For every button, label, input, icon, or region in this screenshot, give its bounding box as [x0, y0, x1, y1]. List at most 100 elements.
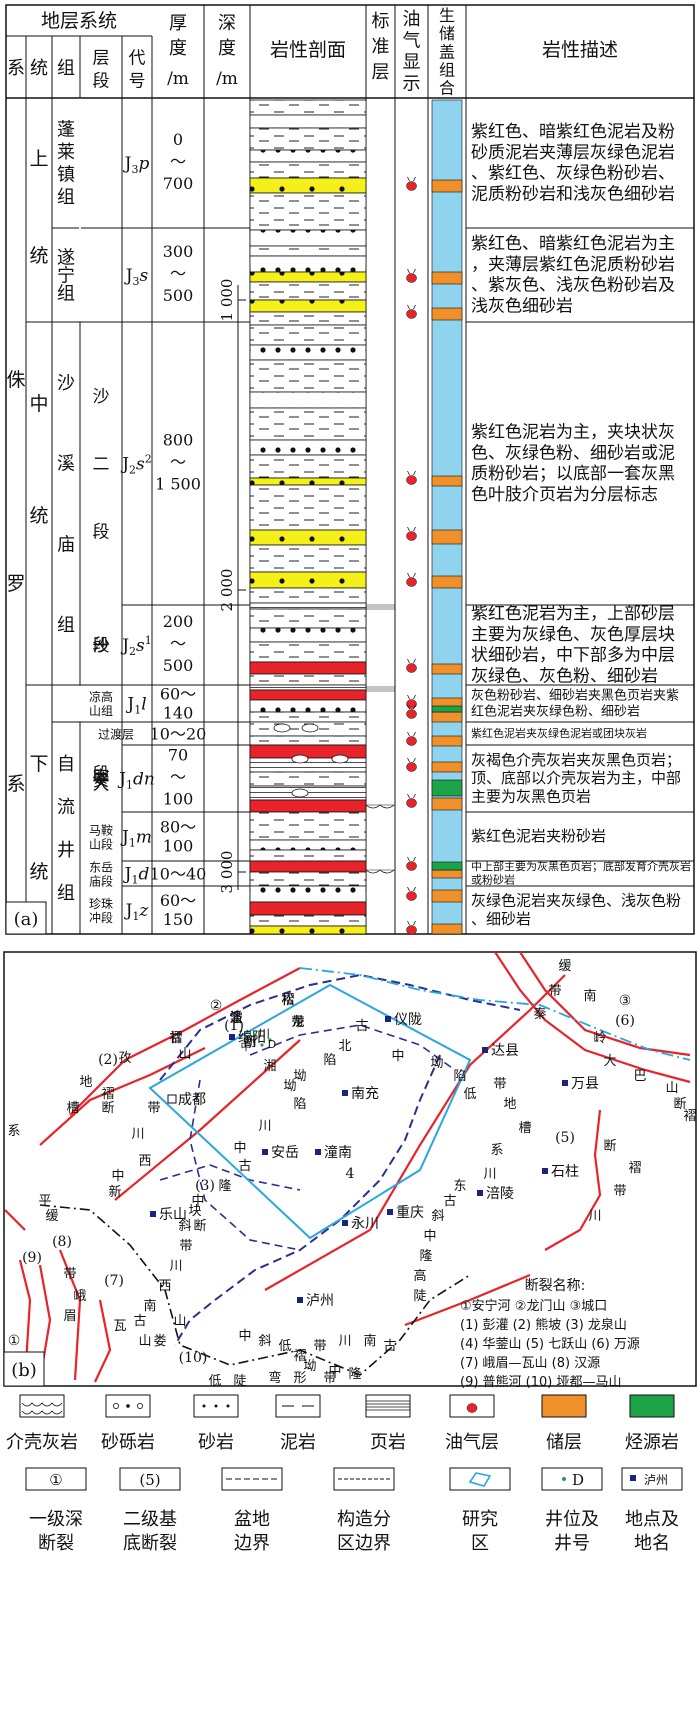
vertical-char: 气 — [403, 31, 421, 52]
lithology-band — [249, 571, 367, 589]
cell-merge — [79, 685, 81, 722]
region-char: 地 — [503, 1097, 516, 1112]
fault-number: ③ — [619, 993, 632, 1009]
legend2-item-5: D — [541, 1467, 603, 1491]
code-label: J2s1 — [120, 634, 152, 658]
legend-item-4 — [365, 1394, 411, 1418]
cyan-boundary-line — [299, 967, 691, 1061]
lithology-band — [249, 99, 367, 116]
lithology-band — [249, 587, 367, 604]
city-name: 安岳 — [271, 1145, 299, 1161]
oil-gas-icon — [406, 658, 417, 673]
thickness-value: 800 — [163, 431, 194, 450]
header-marker-bed: 标准层 — [372, 11, 390, 83]
series-char: 中 — [29, 393, 48, 415]
reservoir-band — [431, 761, 463, 773]
region-char: 低 — [208, 1374, 221, 1389]
oil-gas-tick — [407, 268, 410, 274]
region-char: 槽 — [518, 1121, 531, 1136]
thickness-value: ～ — [170, 453, 186, 472]
legend2-label-0: 一级深断裂 — [29, 1509, 83, 1554]
lithology-band — [249, 484, 367, 531]
legend-swatch — [541, 1467, 603, 1491]
region-char: 陷 — [453, 1069, 466, 1084]
region-char: 带 — [179, 1239, 192, 1254]
region-char: 褶 — [293, 1349, 306, 1364]
vertical-char: 代 — [129, 49, 146, 69]
text-line: 主要为灰绿色、灰色厚层块 — [471, 625, 675, 645]
region-char: 山 — [138, 1334, 151, 1349]
lithology-band — [249, 391, 367, 409]
oil-gas-symbol — [466, 1403, 478, 1413]
oil-gas-tick — [407, 694, 410, 700]
region-char: 古 — [383, 1339, 396, 1354]
city-marker — [542, 1168, 548, 1174]
region-char: 岭 — [593, 1031, 606, 1046]
series-char: 统 — [29, 861, 48, 883]
well-label: D — [268, 1038, 276, 1051]
region-char: 带 — [323, 1371, 336, 1386]
region-char: 陷 — [323, 1053, 336, 1068]
legend-label-7: 烃源岩 — [625, 1432, 679, 1453]
legend-swatch — [221, 1467, 283, 1491]
region-char: 缓 — [558, 959, 571, 974]
city-marker — [315, 1149, 321, 1155]
header-thickness: 厚度 — [169, 13, 187, 59]
city-3: 绵阳 — [229, 1029, 266, 1046]
city-name: 泸州 — [306, 1293, 334, 1309]
lithology-band — [249, 544, 367, 573]
oil-gas-tick — [407, 886, 410, 892]
vertical-char: 蓬 — [57, 120, 75, 141]
vertical-char: 组 — [57, 187, 75, 208]
member-label: 沙二段 — [93, 387, 110, 542]
oil-gas-icon — [406, 886, 417, 901]
text-line: 紫红色泥岩夹粉砂岩 — [471, 827, 606, 845]
oil-gas-tick — [407, 793, 410, 799]
depth-tick-label: 3 000 — [218, 851, 236, 894]
legend2-item-3 — [333, 1467, 395, 1491]
legend-item-3 — [275, 1394, 321, 1418]
city-name: 潼南 — [324, 1144, 352, 1161]
oil-gas-tick — [413, 757, 416, 763]
reservoir-band — [431, 711, 463, 723]
oil-gas-tick — [407, 176, 410, 182]
fault-number: (10) — [179, 1350, 208, 1366]
legend-label-6: 储层 — [546, 1432, 582, 1453]
region-char: 褶 — [281, 993, 294, 1008]
oil-gas-icon — [406, 176, 417, 191]
region-char: 东 — [453, 1179, 466, 1194]
tectonic-zone-boundary — [189, 1079, 301, 1251]
region-char: 西 — [158, 1279, 171, 1294]
lithology-band — [249, 281, 367, 301]
region-char: 槽 — [66, 1101, 79, 1116]
city-symbol — [630, 1475, 636, 1481]
lithology-band — [249, 255, 367, 273]
header-depth: 深度 — [218, 13, 236, 59]
vertical-char: 盖 — [439, 42, 455, 61]
oil-gas-icon — [406, 757, 417, 772]
vertical-char: 庙 — [57, 534, 75, 555]
thickness-value: 140 — [163, 704, 194, 723]
header-lithology-profile: 岩性剖面 — [270, 39, 346, 61]
oil-gas-tick — [413, 572, 416, 578]
well-dot — [260, 1043, 264, 1047]
region-char: 形 — [293, 1371, 306, 1386]
oil-gas-blob — [406, 762, 417, 772]
vertical-char: 沙 — [57, 373, 75, 394]
reservoir-band — [431, 179, 463, 193]
oil-gas-tick — [413, 704, 416, 710]
vertical-char: 遂 — [57, 247, 75, 268]
vertical-char: 一 — [93, 636, 110, 656]
fault-line — [4, 1209, 26, 1231]
lithology-band — [249, 811, 367, 841]
coquina-shell-icon — [331, 754, 349, 764]
oil-gas-icon — [406, 470, 417, 485]
city-10: 乐山 — [150, 1207, 187, 1223]
region-char: 带 — [613, 1184, 626, 1199]
reservoir-band — [431, 575, 463, 589]
region-char: 中 — [233, 1141, 246, 1156]
region-char: 峨 — [73, 1289, 86, 1304]
coquina-shell-icon — [273, 723, 291, 733]
sand-symbol — [214, 1404, 218, 1408]
